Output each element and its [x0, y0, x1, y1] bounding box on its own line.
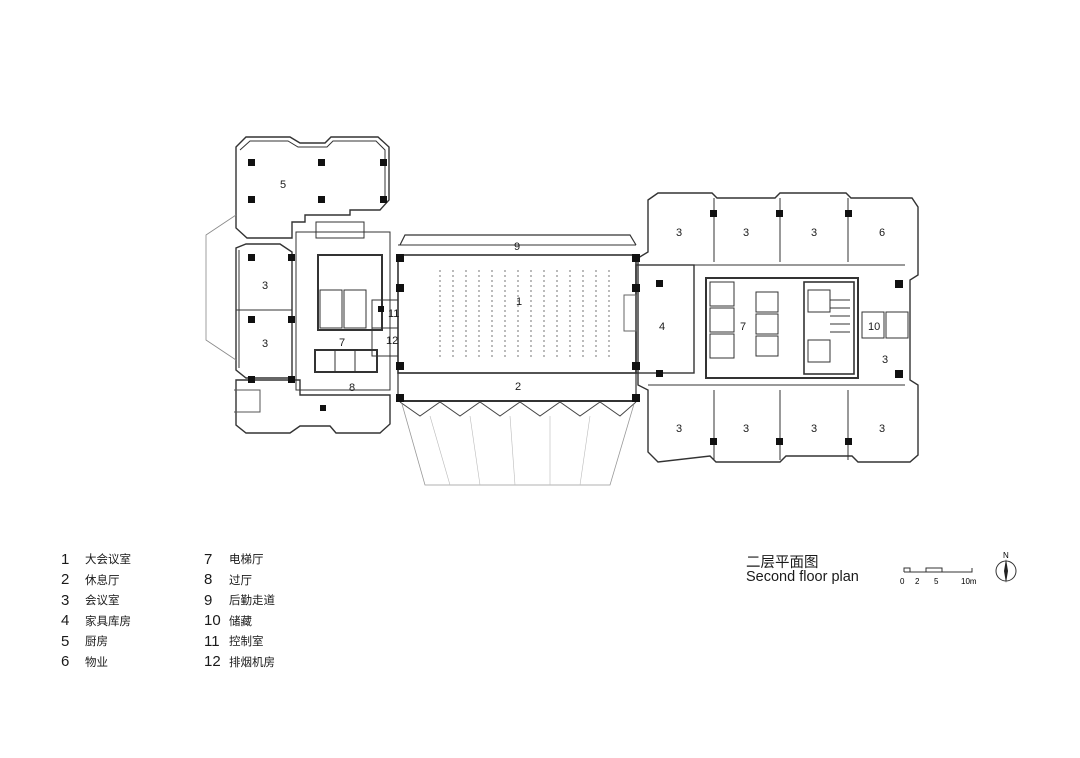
legend-column-2: 7 电梯厅 8 过厅 9 后勤走道 10 储藏 11 控制室 12 排烟机房: [204, 549, 275, 672]
legend-number: 1: [61, 550, 70, 568]
scale-bar: 0 2 5 10m: [900, 567, 977, 586]
floor-plan-drawing: 5 3 3 7 8 11 12 9 1 2 4 3 3 3 6 7 10 3 3…: [205, 136, 919, 486]
room-label: 7: [740, 321, 746, 333]
legend-label: 电梯厅: [229, 552, 264, 567]
legend-item: 9 后勤走道: [204, 590, 275, 611]
room-label: 3: [262, 280, 268, 292]
scale-tick-label: 2: [915, 577, 920, 586]
scale-tick-label: 10m: [961, 577, 977, 586]
room-label: 4: [659, 321, 665, 333]
legend-number: 11: [204, 632, 220, 650]
room-label: 6: [879, 227, 885, 239]
room-label: 3: [811, 227, 817, 239]
room-label: 2: [515, 381, 521, 393]
hall-seating: [439, 270, 610, 358]
legend-label: 厨房: [85, 634, 108, 649]
legend-item: 3 会议室: [61, 590, 131, 611]
legend-number: 9: [204, 591, 213, 609]
room-label: 3: [882, 354, 888, 366]
legend-label: 会议室: [85, 593, 120, 608]
legend-item: 4 家具库房: [61, 611, 131, 632]
room-label: 5: [280, 179, 286, 191]
legend-number: 4: [61, 612, 70, 630]
legend-label: 过厅: [229, 572, 252, 587]
room-label: 3: [879, 423, 885, 435]
room-label: 3: [262, 338, 268, 350]
room-label: 12: [386, 335, 398, 347]
room-label: 3: [676, 227, 682, 239]
legend-label: 物业: [85, 654, 108, 669]
legend-number: 12: [204, 653, 221, 671]
legend-number: 3: [61, 591, 70, 609]
legend-item: 2 休息厅: [61, 570, 131, 591]
legend-number: 8: [204, 571, 213, 589]
legend-item: 12 排烟机房: [204, 652, 275, 673]
legend-label: 控制室: [229, 634, 264, 649]
legend-number: 6: [61, 653, 70, 671]
room-label: 10: [868, 321, 880, 333]
room-label: 1: [516, 296, 522, 308]
legend-item: 7 电梯厅: [204, 549, 275, 570]
legend-item: 10 储藏: [204, 611, 275, 632]
room-label: 11: [388, 308, 399, 320]
plan-title-english: Second floor plan: [746, 569, 859, 585]
room-label: 9: [514, 241, 520, 253]
north-arrow-icon: N: [995, 551, 1017, 583]
legend-label: 储藏: [229, 613, 252, 628]
legend-number: 10: [204, 612, 221, 630]
room-label: 3: [743, 423, 749, 435]
legend-number: 2: [61, 571, 70, 589]
legend-column-1: 1 大会议室 2 休息厅 3 会议室 4 家具库房 5 厨房 6 物业: [61, 549, 131, 672]
room-label: 3: [743, 227, 749, 239]
legend-number: 5: [61, 632, 70, 650]
room-label: 8: [349, 382, 355, 394]
legend-label: 家具库房: [85, 613, 131, 628]
legend-label: 休息厅: [85, 572, 120, 587]
legend-label: 大会议室: [85, 552, 131, 567]
legend-label: 排烟机房: [229, 654, 275, 669]
legend-item: 11 控制室: [204, 631, 275, 652]
room-label: 7: [339, 337, 345, 349]
legend-item: 8 过厅: [204, 570, 275, 591]
room-label: 3: [811, 423, 817, 435]
legend-label: 后勤走道: [229, 593, 275, 608]
legend-number: 7: [204, 550, 213, 568]
legend-item: 1 大会议室: [61, 549, 131, 570]
legend-item: 6 物业: [61, 652, 131, 673]
north-label: N: [1003, 551, 1009, 560]
scale-tick-label: 5: [934, 577, 939, 586]
room-label: 3: [676, 423, 682, 435]
legend-item: 5 厨房: [61, 631, 131, 652]
scale-tick-label: 0: [900, 577, 905, 586]
plan-title-chinese: 二层平面图: [746, 555, 819, 571]
